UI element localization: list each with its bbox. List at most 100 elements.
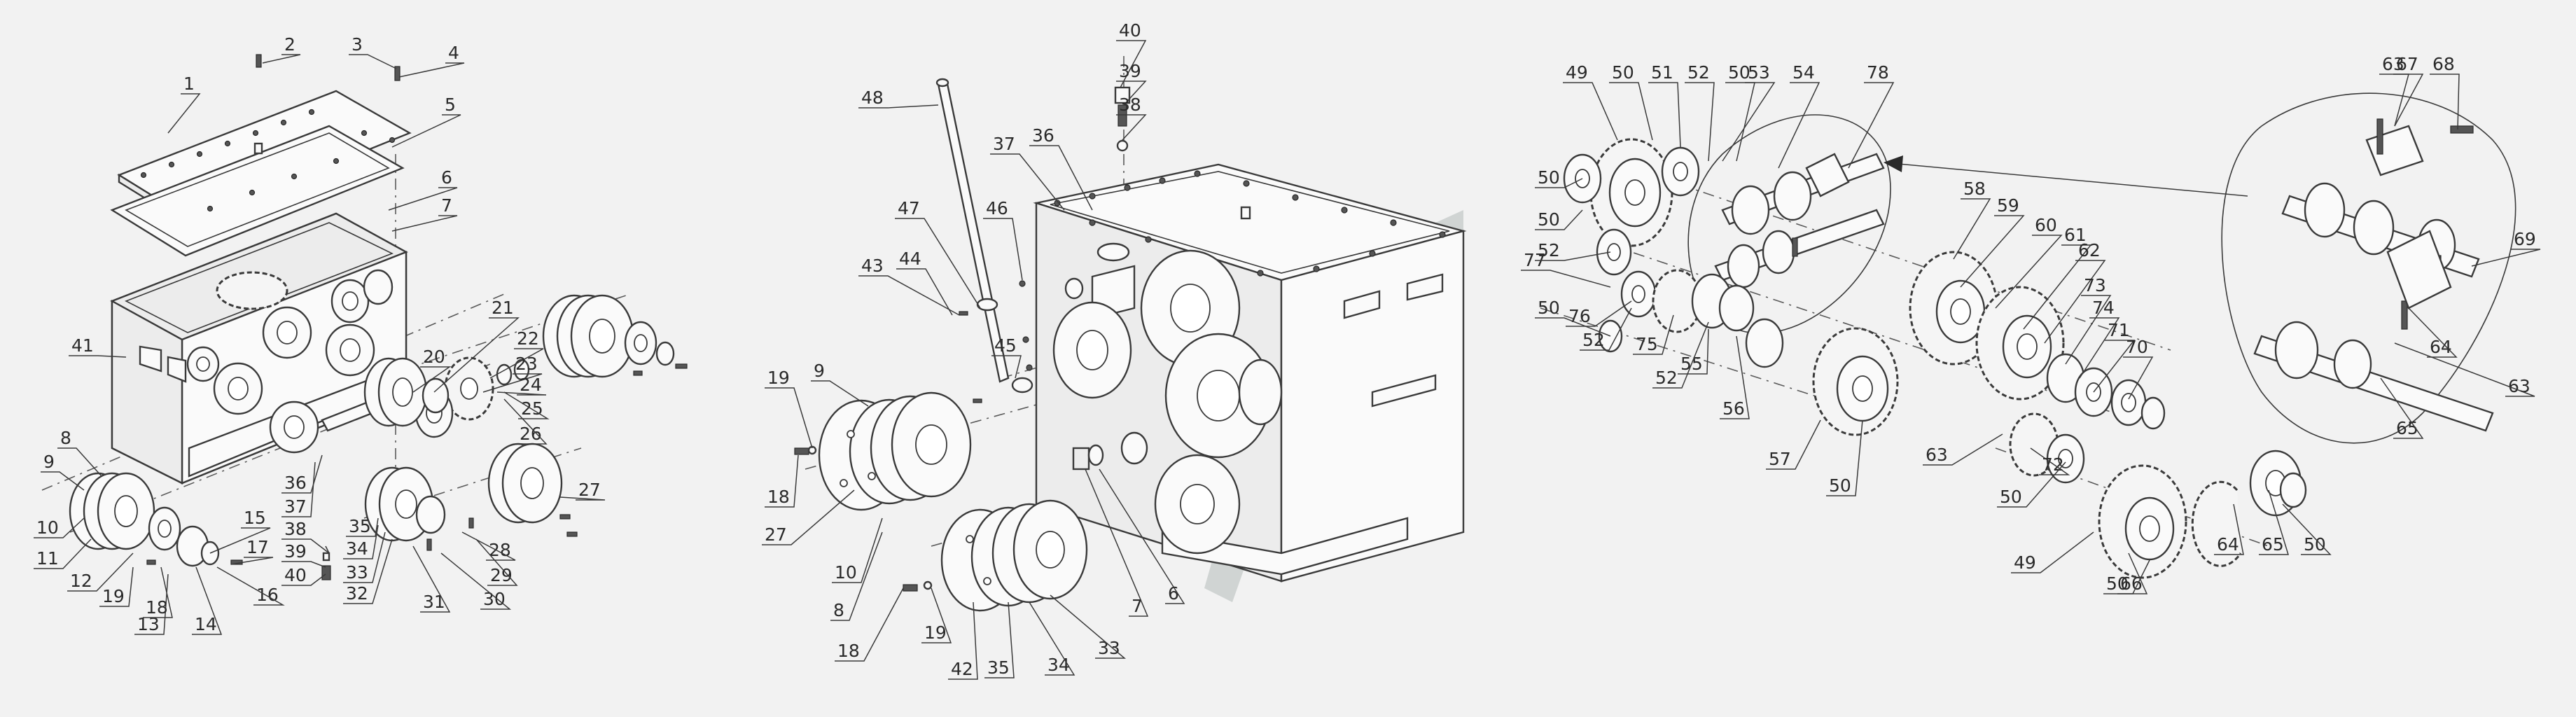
leader-line (281, 561, 326, 568)
leader-line (343, 531, 386, 583)
callout-left-14: 14 (192, 566, 223, 635)
callout-number: 52 (1582, 330, 1605, 350)
leader-line (835, 587, 904, 662)
callout-right-repeat-10: 50 (2282, 503, 2332, 555)
leader-line (1050, 594, 1127, 659)
callout-middle-3: 40 (1116, 20, 1147, 88)
callout-middle-6: 47 (895, 198, 981, 309)
callout-number: 37 (284, 496, 307, 517)
callout-right-24: 64 (2214, 503, 2244, 555)
callout-number: 64 (2217, 534, 2239, 555)
callout-middle-1: 37 (990, 134, 1065, 211)
callout-right-repeat-8: 50 (1997, 461, 2066, 508)
leader-line (2123, 356, 2154, 400)
leader-line (1535, 209, 1583, 230)
leader-line (762, 489, 855, 545)
callout-number: 76 (1568, 306, 1591, 326)
callout-number: 38 (284, 519, 307, 539)
leader-line (1722, 82, 1776, 162)
callout-number: 27 (765, 524, 787, 545)
leader-line (984, 601, 1015, 678)
callout-middle-9: 44 (896, 249, 953, 316)
callout-number: 59 (1997, 195, 2019, 216)
callout-number: 33 (346, 562, 368, 583)
callout-middle-22: 33 (1050, 594, 1127, 659)
leader-line (811, 380, 869, 407)
callout-number: 10 (36, 517, 59, 538)
callout-number: 33 (1098, 638, 1120, 658)
callout-middle-8: 43 (858, 256, 960, 316)
left-gearbox-assembly (41, 54, 688, 580)
callout-number: 68 (2432, 54, 2455, 74)
callout-left-29: 29 (475, 538, 518, 586)
callout-left-34: 34 (343, 524, 379, 559)
callout-number: 9 (814, 361, 825, 381)
leader-line (2011, 531, 2094, 573)
callout-right-10: 55 (1678, 328, 1709, 375)
leader-line (391, 215, 458, 232)
leader-line (440, 552, 512, 610)
leader-line (433, 317, 520, 393)
leader-line (1633, 314, 1674, 355)
leader-line (1580, 307, 1632, 351)
callout-number: 1 (183, 74, 195, 94)
leader-line (2065, 295, 2112, 365)
callout-right-23: 63 (1923, 433, 2003, 466)
leader-line (349, 54, 397, 69)
leader-line (346, 517, 379, 537)
callout-right-11: 56 (1720, 335, 1750, 419)
leader-line (41, 471, 85, 491)
callout-number: 18 (767, 487, 790, 507)
callout-number: 54 (1792, 62, 1815, 83)
callout-number: 23 (515, 354, 538, 374)
callout-left-22: 22 (489, 328, 544, 379)
callout-middle-13: 18 (765, 454, 799, 508)
leader-line (398, 62, 465, 78)
callout-number: 27 (578, 480, 601, 500)
callout-middle-23: 7 (1085, 468, 1149, 617)
callout-number: 56 (1722, 398, 1745, 419)
callout-left-6: 7 (391, 195, 458, 232)
callout-left-5: 6 (388, 167, 458, 211)
callout-number: 75 (1636, 334, 1658, 354)
callout-number: 28 (489, 540, 511, 560)
callout-right-17: 62 (2044, 240, 2106, 344)
leader-line (281, 538, 330, 554)
callout-number: 15 (244, 508, 266, 528)
callout-number: 62 (2078, 240, 2101, 260)
leader-line (2079, 317, 2120, 379)
leader-line (1766, 419, 1821, 470)
callout-right-22: 72 (2030, 447, 2070, 475)
callout-number: 42 (951, 659, 973, 679)
callout-middle-15: 10 (832, 517, 883, 583)
callout-number: 19 (102, 586, 125, 606)
callout-number: 30 (483, 589, 506, 609)
callout-number: 14 (195, 614, 217, 634)
callout-middle-10: 45 (991, 335, 1022, 379)
callout-number: 19 (924, 622, 947, 643)
callout-right-16: 61 (2023, 225, 2092, 330)
leader-line (1116, 114, 1147, 141)
leader-line (2044, 260, 2106, 344)
leader-line (412, 545, 451, 613)
leader-line (482, 373, 543, 393)
callout-right-21: 70 (2123, 337, 2154, 400)
leader-line (1725, 82, 1755, 162)
leader-line (1826, 419, 1863, 496)
leader-line (2393, 74, 2424, 127)
callout-number: 71 (2108, 320, 2130, 340)
callout-number: 60 (2035, 215, 2057, 235)
callout-middle-21: 34 (1029, 601, 1075, 676)
callout-right-repeat-12: 63 (2394, 342, 2535, 397)
callout-number: 50 (1829, 475, 1851, 496)
leader-line (412, 366, 452, 393)
leader-line (1778, 82, 1820, 169)
callout-number: 78 (1867, 62, 1889, 83)
callout-middle-12: 9 (811, 361, 869, 407)
leader-line (281, 454, 323, 494)
callout-left-2: 3 (349, 34, 397, 69)
callout-right-repeat-5: 52 (1652, 321, 1709, 389)
callout-right-repeat-0: 50 (1535, 167, 1583, 188)
leader-line (2259, 489, 2290, 555)
callout-left-25: 25 (503, 391, 550, 419)
